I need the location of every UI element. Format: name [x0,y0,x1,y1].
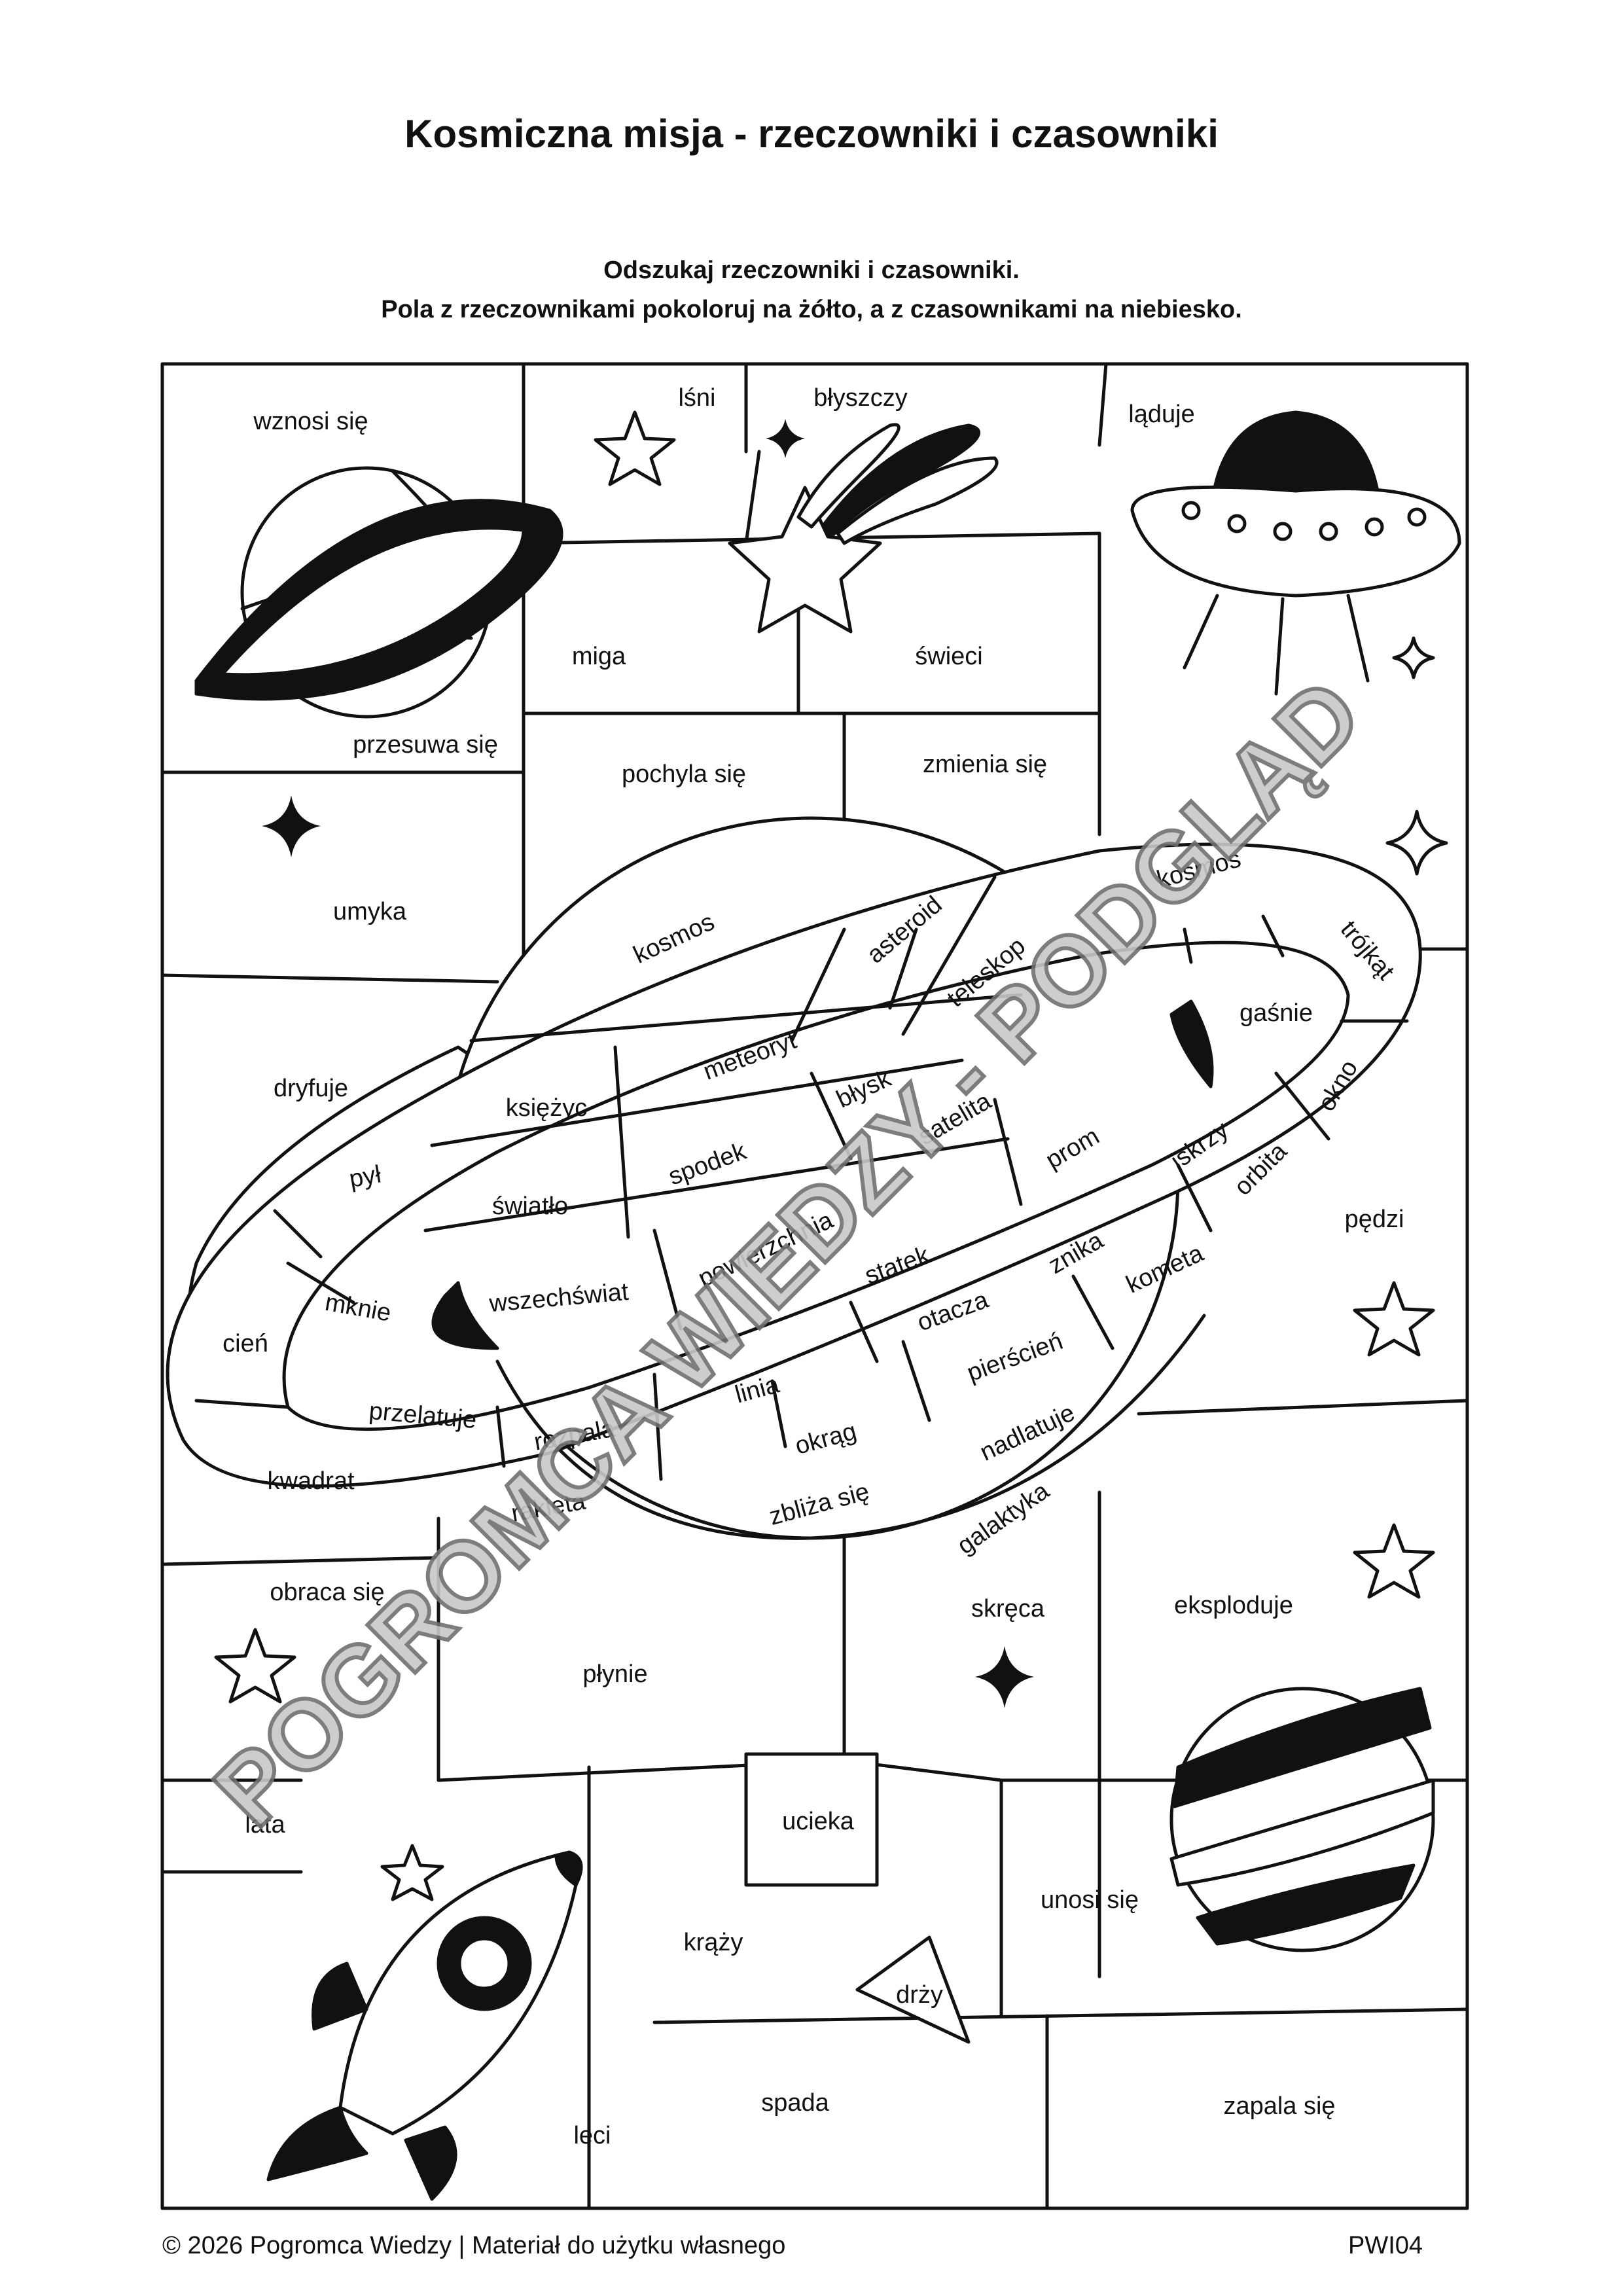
word-field: płynie [582,1660,647,1688]
word-field: skręca [971,1595,1045,1623]
striped-planet [1169,1687,1435,1952]
small-ringed-planet [194,466,563,719]
instruction-line-1: Odszukaj rzeczowniki i czasowniki. [603,257,1020,284]
word-field: przesuwa się [353,731,498,759]
word-field: lata [245,1811,285,1839]
word-field: lśni [678,384,715,412]
word-field: ucieka [782,1808,855,1835]
word-field: umyka [333,898,407,925]
ufo [1130,410,1461,696]
word-field: miga [572,643,626,670]
big-ringed-planet [166,816,1422,1540]
word-field: cień [223,1330,268,1357]
word-field: kwadrat [267,1467,354,1495]
rocket [266,1850,583,2201]
filled-sparkles [262,419,1034,1708]
word-field: obraca się [270,1579,384,1606]
word-field: księżyc [506,1094,588,1122]
word-field: drży [896,1981,943,2009]
word-field: leci [573,2122,611,2149]
word-field: zmienia się [923,751,1047,778]
word-field: świeci [915,643,982,670]
word-field: eksploduje [1174,1592,1293,1619]
word-field: pochyla się [622,761,746,788]
word-field: błyszczy [813,384,908,412]
word-field: zapala się [1223,2092,1335,2120]
worksheet-code: PWI04 [1348,2232,1423,2259]
word-field: pędzi [1345,1206,1404,1233]
word-field: światło [492,1193,568,1220]
instruction-line-2: Pola z rzeczownikami pokoloruj na żółto,… [381,296,1242,323]
word-field: ląduje [1128,401,1194,428]
triangle-field [855,1935,971,2044]
word-field: spada [761,2089,829,2117]
worksheet-title: Kosmiczna misja - rzeczowniki i czasowni… [404,112,1219,156]
word-field: unosi się [1041,1886,1139,1914]
word-field: pył [347,1160,383,1193]
word-field: wznosi się [253,408,368,435]
sheet-frame [160,362,1469,2210]
copyright-footer: © 2026 Pogromca Wiedzy | Materiał do uży… [162,2232,786,2259]
word-field: gaśnie [1240,999,1313,1027]
shooting-star [728,423,999,634]
word-field: krąży [684,1929,743,1956]
stars [214,410,1448,1901]
square-field [744,1752,879,1887]
word-field: dryfuje [274,1075,348,1102]
